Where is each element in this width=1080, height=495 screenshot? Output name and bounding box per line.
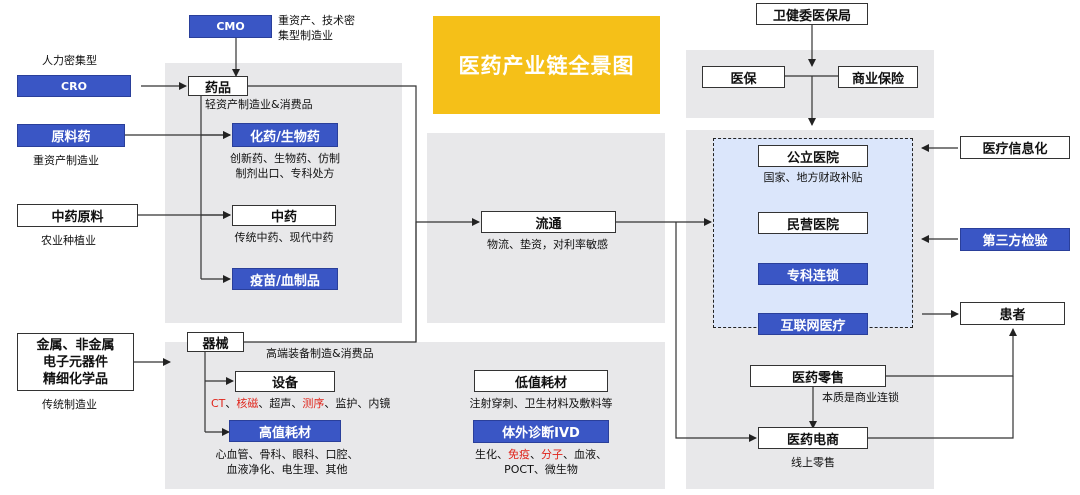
- ivd-sep: 、: [530, 448, 541, 461]
- devices-desc: 高端装备制造&消费品: [266, 347, 374, 360]
- retail-to-patient-arrow: [886, 328, 1017, 377]
- drugs-box: 药品: [188, 76, 248, 96]
- medical-it-box: 医疗信息化: [960, 136, 1070, 159]
- page-title: 医药产业链全景图: [433, 16, 660, 114]
- internet-medical-box: 互联网医疗: [758, 313, 868, 335]
- ivd-molecular: 分子: [541, 448, 563, 461]
- api-below: 重资产制造业: [33, 154, 99, 167]
- ivd-desc-2: POCT、微生物: [504, 463, 578, 476]
- insurance-box: 医保: [702, 66, 785, 88]
- to-distribution-arrow: [244, 218, 480, 343]
- equip-rest: 、监护、内镜: [324, 397, 391, 410]
- ecommerce-desc: 线上零售: [791, 456, 835, 469]
- cmo-box: CMO: [189, 15, 272, 38]
- commercial-insurance-box: 商业保险: [838, 66, 918, 88]
- devices-box: 器械: [187, 332, 244, 352]
- ivd-box: 体外诊断IVD: [473, 420, 609, 443]
- high-value-box: 高值耗材: [229, 420, 341, 442]
- cmo-desc-2: 集型制造业: [278, 29, 333, 42]
- low-value-box: 低值耗材: [474, 370, 608, 392]
- chem-box: 化药/生物药: [232, 123, 338, 147]
- tcm-raw-box: 中药原料: [17, 204, 138, 227]
- vaccine-box: 疫苗/血制品: [232, 268, 338, 290]
- private-hospital-box: 民营医院: [758, 212, 868, 234]
- equip-sep2: 、超声、: [258, 397, 303, 410]
- public-hospital-desc: 国家、地方财政补贴: [763, 171, 863, 184]
- equip-sep1: 、: [225, 397, 237, 410]
- materials-line-1: 金属、非金属: [36, 337, 115, 353]
- public-hospital-box: 公立医院: [758, 145, 868, 167]
- high-value-desc-1: 心血管、骨科、眼科、口腔、: [215, 448, 359, 461]
- chem-desc-1: 创新药、生物药、仿制: [230, 152, 340, 165]
- distribution-box: 流通: [481, 211, 616, 233]
- devices-panel: [165, 342, 665, 489]
- equipment-items: CT、核磁、超声、测序、监护、内镜: [211, 396, 390, 411]
- ivd-immuno: 免疫: [508, 448, 530, 461]
- equip-seq: 测序: [302, 397, 325, 410]
- materials-line-3: 精细化学品: [42, 371, 108, 387]
- cro-box: CRO: [17, 75, 131, 97]
- materials-below: 传统制造业: [42, 398, 97, 411]
- api-box: 原料药: [17, 124, 125, 147]
- equip-ct: CT: [211, 397, 226, 410]
- high-value-desc-2: 血液净化、电生理、其他: [226, 463, 348, 476]
- specialty-chain-box: 专科连锁: [758, 263, 868, 285]
- retail-box: 医药零售: [750, 365, 886, 387]
- distribution-to-ecommerce-arrow: [675, 222, 757, 442]
- ecommerce-box: 医药电商: [758, 427, 868, 449]
- ivd-desc-1: 生化、免疫、分子、血液、: [455, 447, 627, 462]
- equip-mri: 核磁: [236, 397, 259, 410]
- third-party-lab-box: 第三方检验: [960, 228, 1070, 251]
- distribution-desc: 物流、垫资，对利率敏感: [487, 238, 608, 251]
- cmo-desc-1: 重资产、技术密: [278, 14, 355, 27]
- materials-line-2: 电子元器件: [42, 354, 108, 370]
- tcm-box: 中药: [232, 205, 336, 226]
- drugs-desc: 轻资产制造业&消费品: [205, 98, 313, 111]
- chem-desc-2: 制剂出口、专科处方: [235, 167, 335, 180]
- cro-above: 人力密集型: [42, 54, 97, 67]
- ivd-biochem: 生化、: [475, 448, 508, 461]
- ivd-blood: 、血液、: [563, 448, 607, 461]
- materials-box: 金属、非金属 电子元器件 精细化学品: [17, 333, 134, 391]
- low-value-desc: 注射穿刺、卫生材料及敷料等: [469, 397, 613, 410]
- patient-box: 患者: [960, 302, 1065, 325]
- nhc-box: 卫健委医保局: [756, 3, 868, 25]
- retail-desc: 本质是商业连锁: [822, 391, 899, 404]
- tcm-desc: 传统中药、现代中药: [234, 231, 334, 244]
- tcm-raw-below: 农业种植业: [41, 234, 96, 247]
- equipment-box: 设备: [235, 371, 335, 392]
